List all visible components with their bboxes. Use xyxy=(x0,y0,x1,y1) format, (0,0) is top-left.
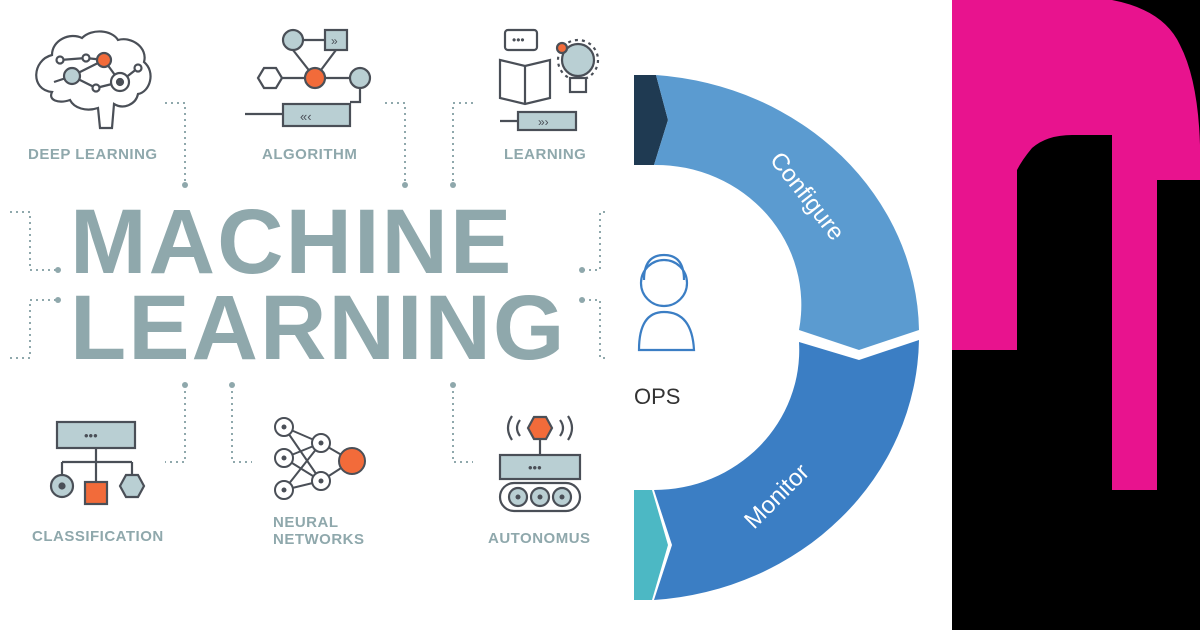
person-headset-icon xyxy=(637,253,696,352)
logo-shape xyxy=(952,0,1200,490)
machine-title: MACHINE xyxy=(70,191,514,293)
brain-icon xyxy=(35,30,152,130)
svg-text:»: » xyxy=(331,34,338,48)
svg-text:•••: ••• xyxy=(512,33,525,47)
svg-text:•••: ••• xyxy=(528,460,542,475)
caption-autonomus: AUTONOMUS xyxy=(488,530,591,547)
caption-classification: CLASSIFICATION xyxy=(32,528,164,545)
machine-learning-infographic: «‹ » ••• »› ••• xyxy=(10,28,605,548)
learning-title: LEARNING xyxy=(70,277,567,379)
caption-neural-networks: NEURAL NETWORKS xyxy=(273,514,365,548)
autonomous-rover-icon: ••• xyxy=(498,415,582,513)
algorithm-icon: «‹ » xyxy=(245,28,372,128)
connector-dots xyxy=(55,182,585,388)
ops-cycle-diagram: Configure Monitor OPS xyxy=(634,0,952,630)
svg-text:»›: »› xyxy=(538,115,549,129)
caption-neural-line1: NEURAL xyxy=(273,514,339,531)
logo-fragment xyxy=(952,0,1200,630)
caption-deep-learning: DEEP LEARNING xyxy=(28,146,158,163)
svg-text:«‹: «‹ xyxy=(300,109,312,124)
ring-segment-dark xyxy=(634,75,668,165)
caption-neural-line2: NETWORKS xyxy=(273,530,365,548)
infographic-graphics: «‹ » ••• »› ••• xyxy=(10,28,605,513)
ring-segment-teal xyxy=(634,490,668,600)
classification-tree-icon: ••• xyxy=(49,420,146,506)
caption-learning: LEARNING xyxy=(504,146,587,163)
ops-ring: Configure Monitor xyxy=(634,75,919,600)
dotted-connectors xyxy=(10,102,605,463)
svg-text:•••: ••• xyxy=(84,428,98,443)
ring-segment-configure xyxy=(654,75,919,350)
neural-network-icon xyxy=(274,417,366,500)
logo-magenta-shape xyxy=(952,0,1200,490)
caption-algorithm: ALGORITHM xyxy=(262,146,358,163)
book-lightbulb-icon: ••• »› xyxy=(498,28,600,132)
ops-label: OPS xyxy=(634,384,681,409)
ring-segment-monitor xyxy=(654,340,919,600)
